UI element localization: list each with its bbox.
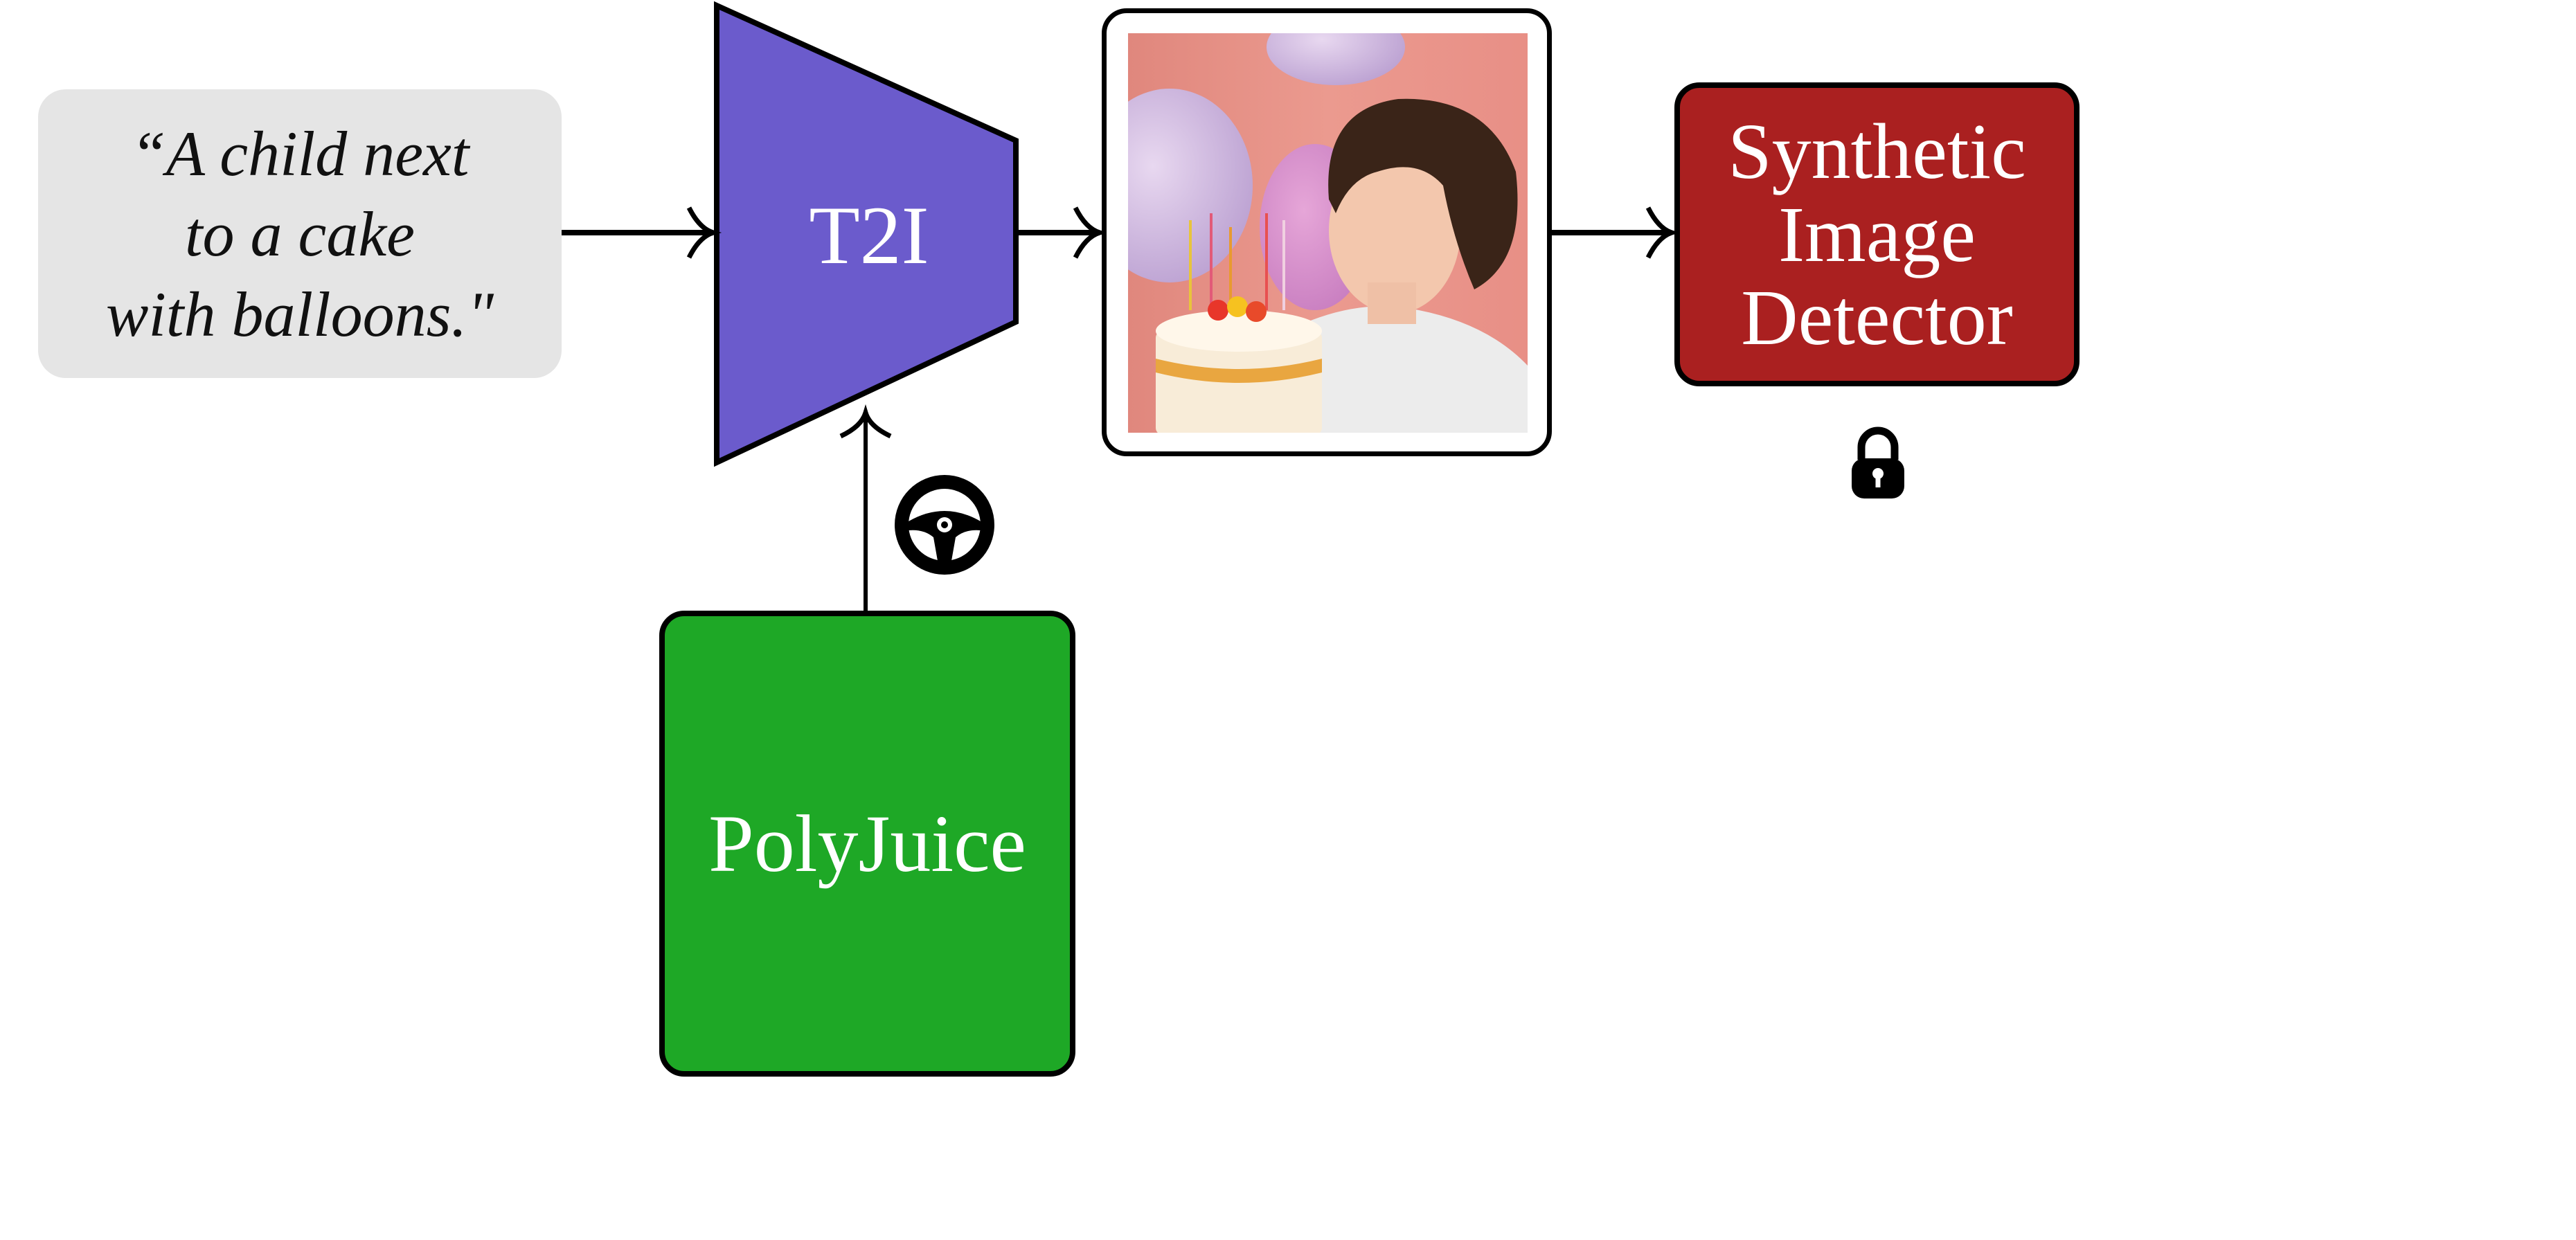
arrow-image-to-detector <box>1552 206 1680 259</box>
arrow-t2i-to-image <box>1016 206 1109 259</box>
detector-line-1: Synthetic <box>1728 107 2026 195</box>
lock-icon <box>1852 426 1904 498</box>
detector-line-3: Detector <box>1741 273 2013 361</box>
arrow-prompt-to-t2i <box>562 206 722 259</box>
text-prompt-box: “A child next to a cake with balloons." <box>38 89 562 378</box>
polyjuice-label: PolyJuice <box>708 798 1026 889</box>
prompt-line-1: “A child next <box>130 118 469 189</box>
prompt-line-2: to a cake <box>184 198 415 269</box>
polyjuice-block: PolyJuice <box>659 611 1075 1077</box>
child-with-cake-photo <box>1128 33 1528 433</box>
synthetic-image-detector-block: Synthetic Image Detector <box>1674 82 2079 386</box>
steering-wheel-icon <box>895 475 994 575</box>
t2i-block <box>714 1 1019 467</box>
detector-line-2: Image <box>1778 190 1976 278</box>
arrow-polyjuice-to-t2i <box>839 404 892 611</box>
prompt-line-3: with balloons." <box>105 278 494 350</box>
generated-image <box>1128 33 1528 433</box>
t2i-label: T2I <box>809 189 929 281</box>
